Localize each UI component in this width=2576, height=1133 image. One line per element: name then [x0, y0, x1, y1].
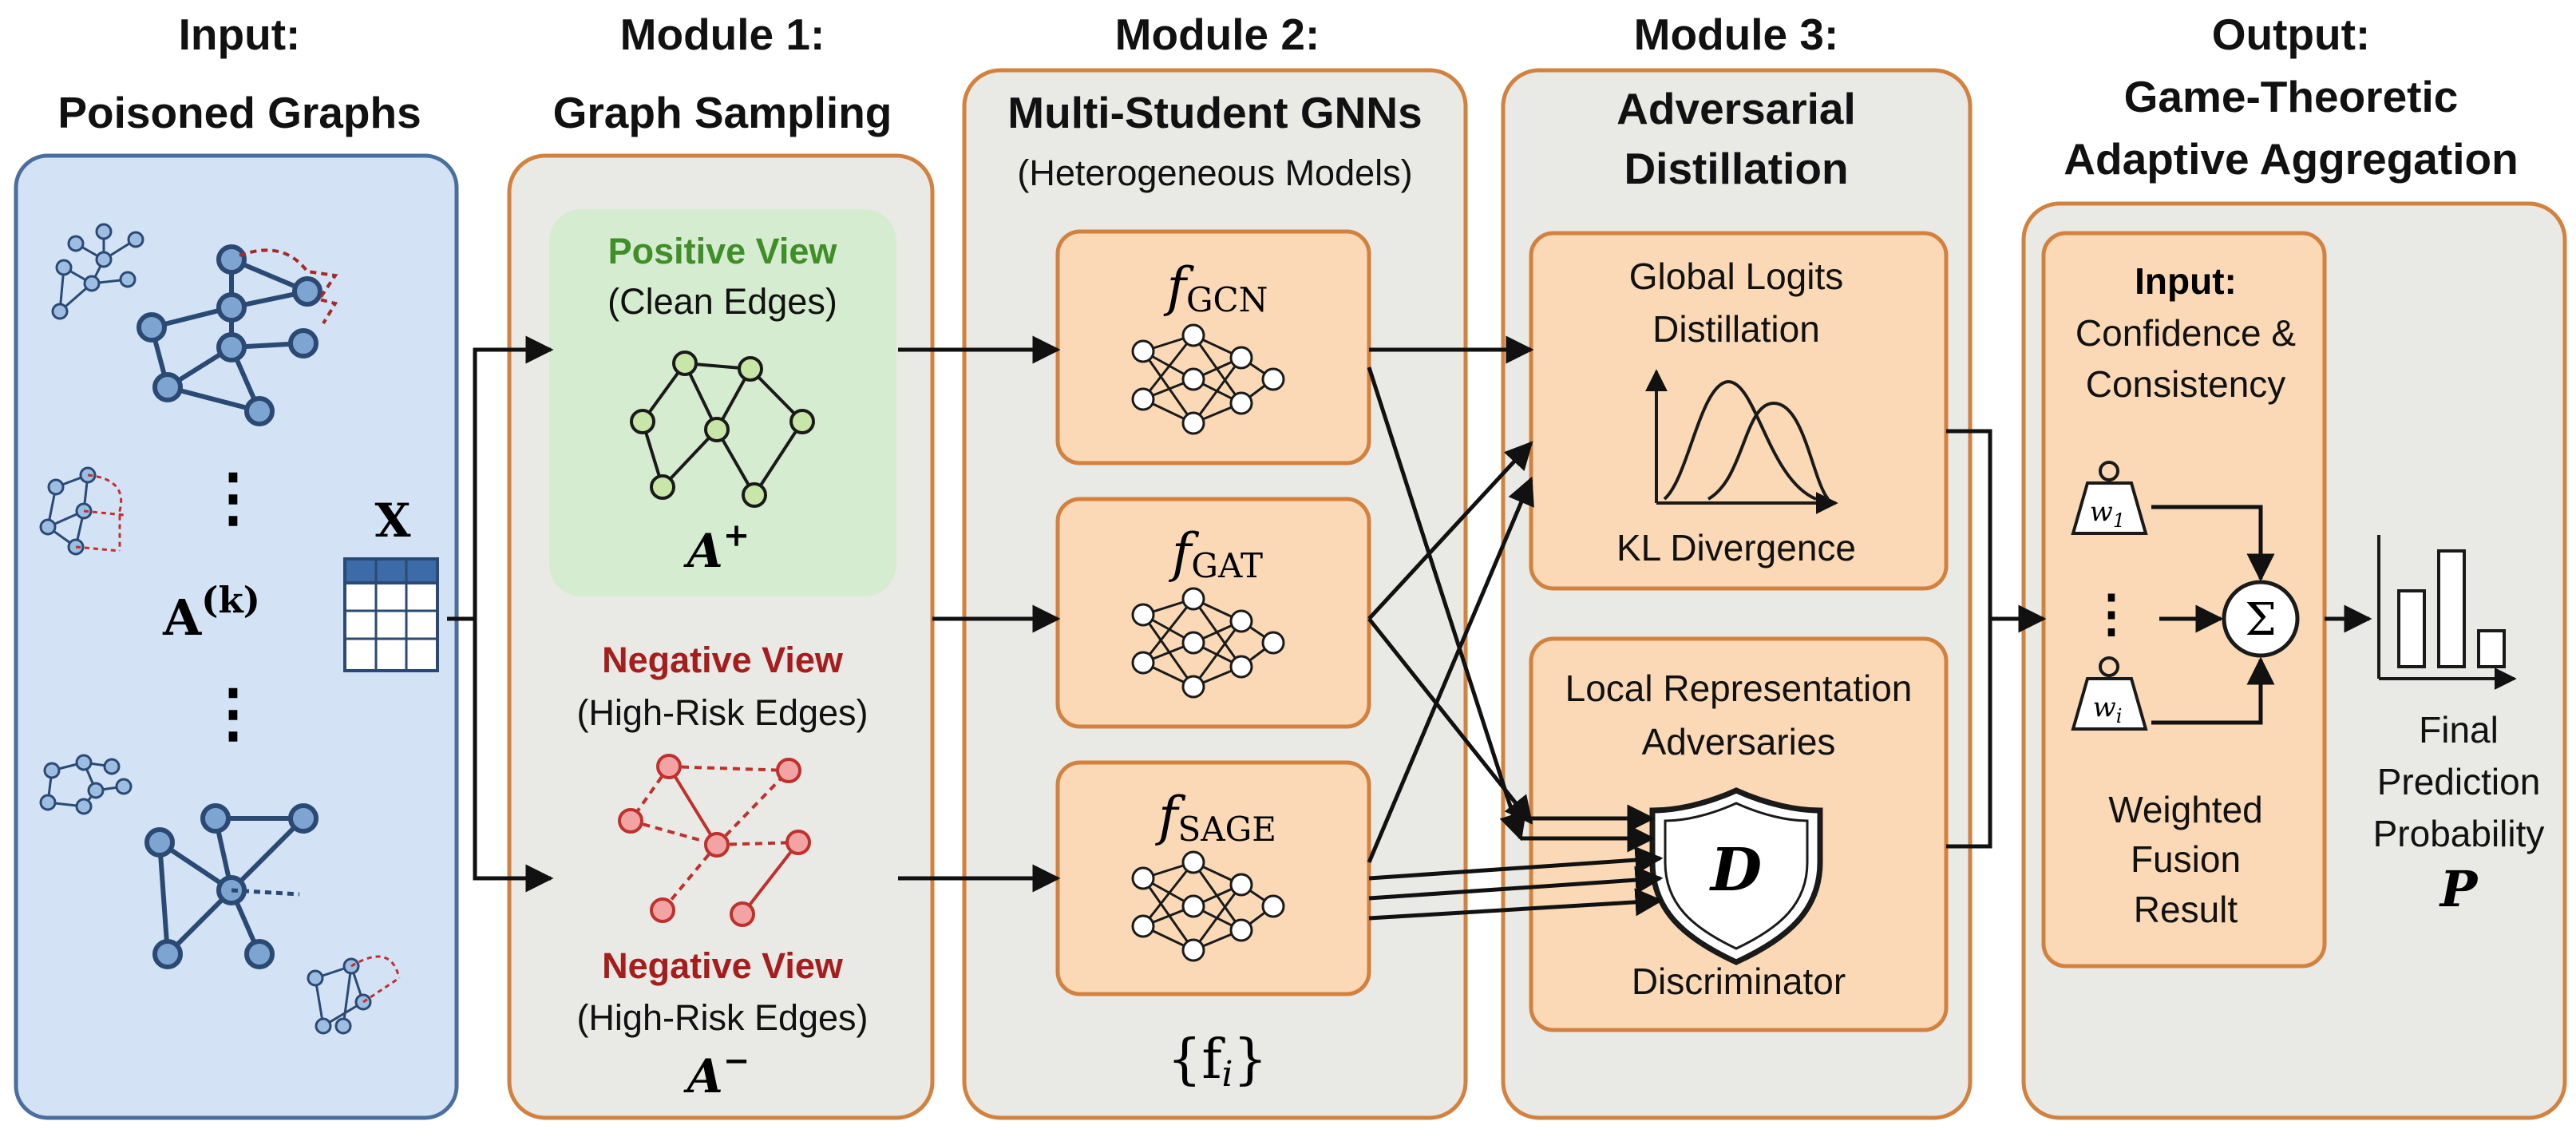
discriminator-label: Discriminator	[1632, 961, 1846, 1002]
model-box-gat: fGAT	[1055, 497, 1371, 729]
discriminator-letter: D	[1709, 836, 1762, 905]
arrow-input-to-negative	[473, 619, 554, 893]
output-title-3: Adaptive Aggregation	[2064, 134, 2518, 184]
clean-graph-icon	[630, 351, 815, 508]
ellipsis-top: ⋮	[201, 462, 265, 533]
risky-graph-icon	[618, 754, 811, 927]
input-title-2: Poisoned Graphs	[57, 88, 421, 137]
negative-view-sub-top: (High-Risk Edges)	[576, 692, 868, 733]
negative-view-title-top: Negative View	[602, 640, 844, 680]
poisoned-edge-1	[239, 248, 338, 325]
arrow-gcn-to-local	[1367, 366, 1527, 842]
input-title-1: Input:	[179, 10, 301, 59]
shield-icon	[1649, 787, 1823, 965]
small-graph-icon-4	[307, 957, 372, 1035]
nn-icon-gcn	[1131, 323, 1285, 435]
local-adversaries-line2: Adversaries	[1642, 721, 1836, 763]
poisoned-edge-3	[231, 888, 300, 897]
final-symbol: P	[2439, 860, 2479, 918]
aggregation-input-line1: Confidence &	[2075, 312, 2296, 354]
adjacency-label: A(k)	[162, 579, 260, 647]
final-line3: Probability	[2373, 813, 2545, 854]
poisoned-edge-2	[75, 473, 125, 553]
output-title-2: Game-Theoretic	[2124, 72, 2459, 121]
arrow-gat-to-local	[1367, 617, 1533, 825]
output-title-1: Output:	[2212, 10, 2371, 59]
distribution-curves-icon	[1645, 369, 1838, 514]
nn-icon-sage	[1131, 850, 1285, 962]
positive-view-title: Positive View	[608, 231, 838, 271]
input-panel	[14, 153, 459, 1120]
module2-title-1: Module 2:	[1115, 10, 1320, 59]
feature-matrix-icon	[343, 557, 439, 672]
large-graph-icon-1	[137, 244, 322, 426]
aggregation-input-line2: Consistency	[2086, 363, 2286, 405]
module2-subtitle: (Heterogeneous Models)	[1017, 153, 1412, 193]
model-label-gcn: fGCN	[1163, 256, 1268, 319]
sum-node	[2222, 580, 2300, 658]
arrow-weight-top-to-sum	[2151, 505, 2275, 582]
local-adversaries-line1: Local Representation	[1565, 668, 1913, 709]
small-graph-icon-1	[51, 223, 144, 320]
module3-title-1: Module 3:	[1634, 10, 1839, 59]
feature-matrix-label: X	[374, 493, 410, 548]
model-set-label: {fi}	[1167, 1028, 1268, 1095]
large-graph-icon-2	[144, 803, 319, 969]
negative-math-label: A−	[683, 1042, 750, 1103]
sum-symbol: Σ	[2245, 594, 2277, 646]
nn-icon-gat	[1131, 587, 1285, 699]
arrow-sage-to-global	[1367, 476, 1534, 863]
connector-arrows	[447, 335, 2372, 921]
arrow-sage-to-disc-2	[1368, 866, 1664, 901]
fusion-line3: Result	[2134, 889, 2238, 930]
positive-view-box	[549, 209, 896, 596]
global-distillation-line1: Global Logits	[1629, 256, 1844, 297]
module2-title-2: Multi-Student GNNs	[1007, 88, 1422, 137]
weights-ellipsis: ⋮	[2086, 584, 2137, 642]
arrow-module3-to-output	[1946, 429, 2044, 849]
module1-title-2: Graph Sampling	[553, 88, 892, 137]
module1-title-1: Module 1:	[620, 10, 825, 59]
weight-icon-bottom: wi	[2071, 656, 2148, 731]
weight-label-top: w1	[2090, 496, 2125, 532]
arrow-weight-bottom-to-sum	[2151, 656, 2275, 725]
fusion-line2: Fusion	[2131, 838, 2241, 880]
fusion-line1: Weighted	[2108, 789, 2263, 830]
model-box-gcn: fGCN	[1055, 229, 1371, 465]
arrow-input-to-positive	[447, 335, 554, 621]
arrow-gat-to-global	[1367, 441, 1533, 620]
negative-view-title-bottom: Negative View	[602, 945, 844, 986]
poisoned-edge-4	[350, 955, 401, 1004]
kl-divergence-label: KL Divergence	[1616, 527, 1856, 568]
positive-math-label: A+	[683, 517, 750, 578]
small-graph-icon-3	[39, 754, 133, 815]
weight-icon-top: w1	[2071, 461, 2148, 535]
bar-chart-icon	[2377, 535, 2517, 690]
model-box-sage: fSAGE	[1055, 760, 1371, 996]
positive-view-sub: (Clean Edges)	[607, 281, 837, 322]
ellipsis-bottom: ⋮	[201, 677, 265, 748]
arrow-sage-to-disc-3	[1368, 888, 1664, 921]
global-distillation-box	[1529, 231, 1949, 591]
negative-view-sub-bottom: (High-Risk Edges)	[576, 997, 868, 1038]
module3-title-3: Distillation	[1624, 144, 1848, 193]
model-label-gat: fGAT	[1168, 522, 1263, 585]
weight-label-bottom: wi	[2093, 691, 2123, 727]
final-line1: Final	[2419, 709, 2499, 751]
global-distillation-line2: Distillation	[1652, 308, 1820, 350]
arrow-sage-to-disc-1	[1368, 846, 1664, 881]
final-line2: Prediction	[2377, 761, 2541, 802]
module3-title-2: Adversarial	[1616, 84, 1856, 133]
aggregation-input-title: Input:	[2135, 260, 2237, 302]
